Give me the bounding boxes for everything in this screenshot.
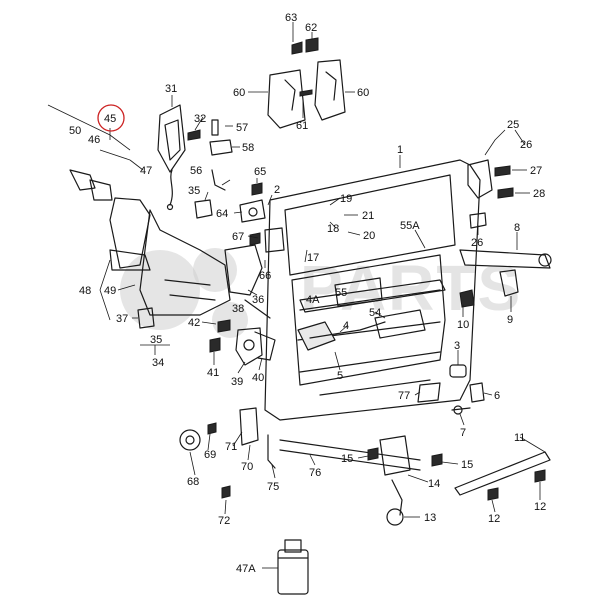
grease-can-47A <box>277 539 309 595</box>
callout-55: 55 <box>335 287 347 299</box>
callout-3: 3 <box>454 340 460 352</box>
callout-48: 48 <box>79 285 91 297</box>
callout-62: 62 <box>305 22 317 34</box>
callout-41: 41 <box>207 367 219 379</box>
callout-4: 4 <box>343 320 349 332</box>
lock-parts-36-66 <box>224 182 285 296</box>
callout-60-left: 60 <box>233 87 245 99</box>
callout-27: 27 <box>530 165 542 177</box>
callout-28: 28 <box>533 188 545 200</box>
lower-catch-68-71 <box>179 407 259 451</box>
handle-module-4 <box>297 321 386 351</box>
callout-65: 65 <box>254 166 266 178</box>
callout-19: 19 <box>340 193 352 205</box>
callout-32: 32 <box>194 113 206 125</box>
callout-1: 1 <box>397 144 403 156</box>
inner-rail-part <box>299 277 446 313</box>
callout-9: 9 <box>507 314 513 326</box>
callout-49: 49 <box>104 285 116 297</box>
callout-47A: 47A <box>236 563 256 575</box>
callout-75: 75 <box>267 481 279 493</box>
callout-64: 64 <box>216 208 228 220</box>
callout-31: 31 <box>165 83 177 95</box>
callout-14: 14 <box>428 478 440 490</box>
door-frame-part <box>264 159 481 421</box>
callout-71: 71 <box>225 441 237 453</box>
watermark-text: PARTS <box>300 252 522 324</box>
callout-69: 69 <box>204 449 216 461</box>
callout-13: 13 <box>424 512 436 524</box>
callout-12-right: 12 <box>534 501 546 513</box>
callout-55A: 55A <box>400 220 420 232</box>
callout-15-right: 15 <box>461 459 473 471</box>
hinge-25-28 <box>467 159 514 229</box>
callout-76: 76 <box>309 467 321 479</box>
callout-70: 70 <box>241 461 253 473</box>
callout-2: 2 <box>274 184 280 196</box>
callout-63: 63 <box>285 12 297 24</box>
callout-61: 61 <box>296 120 308 132</box>
callout-36: 36 <box>252 294 264 306</box>
callout-26-right: 26 <box>471 237 483 249</box>
callout-12-left: 12 <box>488 513 500 525</box>
callout-50: 50 <box>69 125 81 137</box>
callout-11: 11 <box>514 432 525 444</box>
callout-10: 10 <box>457 319 469 331</box>
callout-77: 77 <box>398 390 410 402</box>
bumpers-3-7 <box>417 364 485 415</box>
rail-11 <box>454 451 551 501</box>
lock-assembly-48 <box>69 169 231 316</box>
callout-25: 25 <box>507 119 519 131</box>
callout-7: 7 <box>460 427 466 439</box>
callout-26-top: 26 <box>520 139 532 151</box>
callout-4A: 4A <box>306 294 320 306</box>
callout-labels: 63 62 60 60 61 31 32 57 58 45 50 46 47 2… <box>69 12 546 575</box>
callout-38: 38 <box>232 303 244 315</box>
callout-45: 45 <box>104 113 116 125</box>
callout-67: 67 <box>232 231 244 243</box>
callout-35-top: 35 <box>188 185 200 197</box>
highlight-circle <box>97 104 125 132</box>
callout-39: 39 <box>231 376 243 388</box>
callout-66: 66 <box>259 270 271 282</box>
callout-5: 5 <box>337 370 343 382</box>
callout-46: 46 <box>88 134 100 146</box>
callout-18: 18 <box>327 223 339 235</box>
parts-35-56 <box>194 169 226 219</box>
callout-58: 58 <box>242 142 254 154</box>
callout-8: 8 <box>514 222 520 234</box>
fasteners-32-57-58 <box>187 119 233 156</box>
callout-37: 37 <box>116 313 128 325</box>
callout-15-left: 15 <box>341 453 353 465</box>
clip-37 <box>137 307 155 329</box>
callout-47: 47 <box>140 165 152 177</box>
callout-21: 21 <box>362 210 374 222</box>
callout-60-right: 60 <box>357 87 369 99</box>
sill-75-76 <box>267 434 421 471</box>
screw-72 <box>221 485 231 499</box>
callout-54: 54 <box>369 307 381 319</box>
roller-arm-8 <box>459 249 552 308</box>
callout-17: 17 <box>307 252 319 264</box>
callout-68: 68 <box>187 476 199 488</box>
latch-parts-38-42 <box>209 299 276 366</box>
callout-72: 72 <box>218 515 230 527</box>
callout-6: 6 <box>494 390 500 402</box>
callout-40: 40 <box>252 372 264 384</box>
callout-34: 34 <box>152 357 164 369</box>
callout-35-bottom: 35 <box>150 334 162 346</box>
callout-42: 42 <box>188 317 200 329</box>
door-handle-31 <box>157 104 186 211</box>
callout-56: 56 <box>190 165 202 177</box>
lower-roller-13-15 <box>367 435 443 526</box>
callout-57: 57 <box>236 122 248 134</box>
hinge-60-61 <box>267 37 346 129</box>
callout-20: 20 <box>363 230 375 242</box>
leader-lines <box>47 22 546 569</box>
bracket-54 <box>374 309 426 339</box>
